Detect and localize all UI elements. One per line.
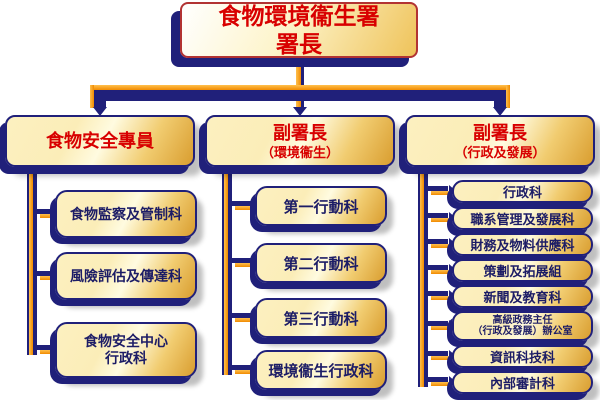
branch-arrow [37, 344, 60, 356]
root-node-director: 食物環境衞生署 署長 [180, 2, 418, 58]
node-label-line2: （行政及發展）辦公室 [472, 326, 573, 337]
node-label: 第三行動科 [283, 310, 359, 328]
child-node-information-education: 新聞及教育科 [452, 285, 593, 308]
arrow-down-icon [293, 107, 307, 116]
branch-arrow [232, 364, 259, 376]
child-node-grade-management-development: 職系管理及發展科 [452, 207, 593, 230]
child-node-cfs-administration: 食物安全中心 行政科 [55, 322, 197, 378]
node-label-line2: 行政科 [105, 350, 147, 366]
connector-horizontal-highlight [94, 85, 506, 90]
head-title: 食物安全專員 [46, 131, 154, 151]
child-node-seo-admin-dev-office: 高級政務主任 （行政及發展）辦公室 [452, 311, 593, 341]
head-node-deputy-director-env-hygiene: 副署長 （環境衞生） [205, 115, 395, 167]
root-title-line1: 食物環境衞生署 [218, 3, 380, 29]
node-label: 新聞及教育科 [483, 290, 562, 305]
child-node-operations-3: 第三行動科 [255, 298, 387, 338]
child-node-finance-supplies: 財務及物料供應科 [452, 233, 593, 256]
head-subtitle: （環境衞生） [260, 144, 339, 160]
connector-horizontal-bar [94, 90, 506, 101]
branch-arrow [37, 270, 60, 282]
connector-root-vertical [296, 58, 304, 108]
node-label: 財務及物料供應科 [470, 238, 575, 253]
connector-right-drop [494, 90, 506, 107]
trunk-right [418, 166, 428, 387]
head-subtitle: （行政及發展） [454, 144, 546, 160]
arrow-down-icon [93, 107, 107, 116]
connector-left-highlight [90, 85, 94, 108]
branch-arrow [428, 350, 456, 362]
child-node-env-hygiene-administration: 環境衞生行政科 [255, 350, 387, 390]
node-label: 第二行動科 [283, 255, 359, 273]
child-node-food-surveillance-control: 食物監察及管制科 [55, 190, 197, 238]
node-label: 食物安全中心 [84, 333, 168, 349]
branch-arrow [232, 257, 259, 269]
child-node-planning-development: 策劃及拓展組 [452, 259, 593, 282]
child-node-information-technology: 資訊科技科 [452, 345, 593, 368]
head-title: 副署長 [273, 122, 327, 143]
head-node-food-safety-commissioner: 食物安全專員 [5, 115, 195, 167]
child-node-risk-assessment-communication: 風險評估及傳達科 [55, 252, 197, 300]
branch-arrow [428, 376, 456, 388]
branch-arrow [428, 212, 456, 224]
node-label: 高級政務主任 [492, 315, 553, 326]
branch-arrow [37, 208, 60, 220]
node-label: 職系管理及發展科 [470, 212, 575, 227]
branch-arrow [232, 312, 259, 324]
branch-arrow [428, 264, 456, 276]
node-label: 策劃及拓展組 [483, 264, 562, 279]
arrow-down-icon [493, 107, 507, 116]
node-label: 食物監察及管制科 [70, 205, 182, 222]
connector-left-drop [94, 90, 106, 107]
root-title-line2: 署長 [276, 31, 322, 57]
head-node-deputy-director-admin-dev: 副署長 （行政及發展） [405, 115, 595, 167]
child-node-operations-1: 第一行動科 [255, 186, 387, 226]
node-label: 內部審計科 [489, 376, 555, 391]
trunk-middle [222, 166, 232, 375]
branch-arrow [232, 200, 259, 212]
node-label: 行政科 [502, 185, 542, 200]
branch-arrow [428, 185, 456, 197]
branch-arrow [428, 238, 456, 250]
node-label: 環境衞生行政科 [268, 362, 374, 380]
trunk-left [27, 166, 37, 355]
node-label: 資訊科技科 [489, 350, 555, 365]
child-node-operations-2: 第二行動科 [255, 243, 387, 283]
connector-right-highlight [506, 85, 510, 108]
child-node-administration: 行政科 [452, 180, 593, 203]
branch-arrow [428, 290, 456, 302]
node-label: 第一行動科 [283, 198, 359, 216]
head-title: 副署長 [473, 122, 527, 143]
node-label: 風險評估及傳達科 [70, 267, 182, 284]
child-node-internal-audit: 內部審計科 [452, 371, 593, 394]
branch-arrow [428, 320, 456, 332]
